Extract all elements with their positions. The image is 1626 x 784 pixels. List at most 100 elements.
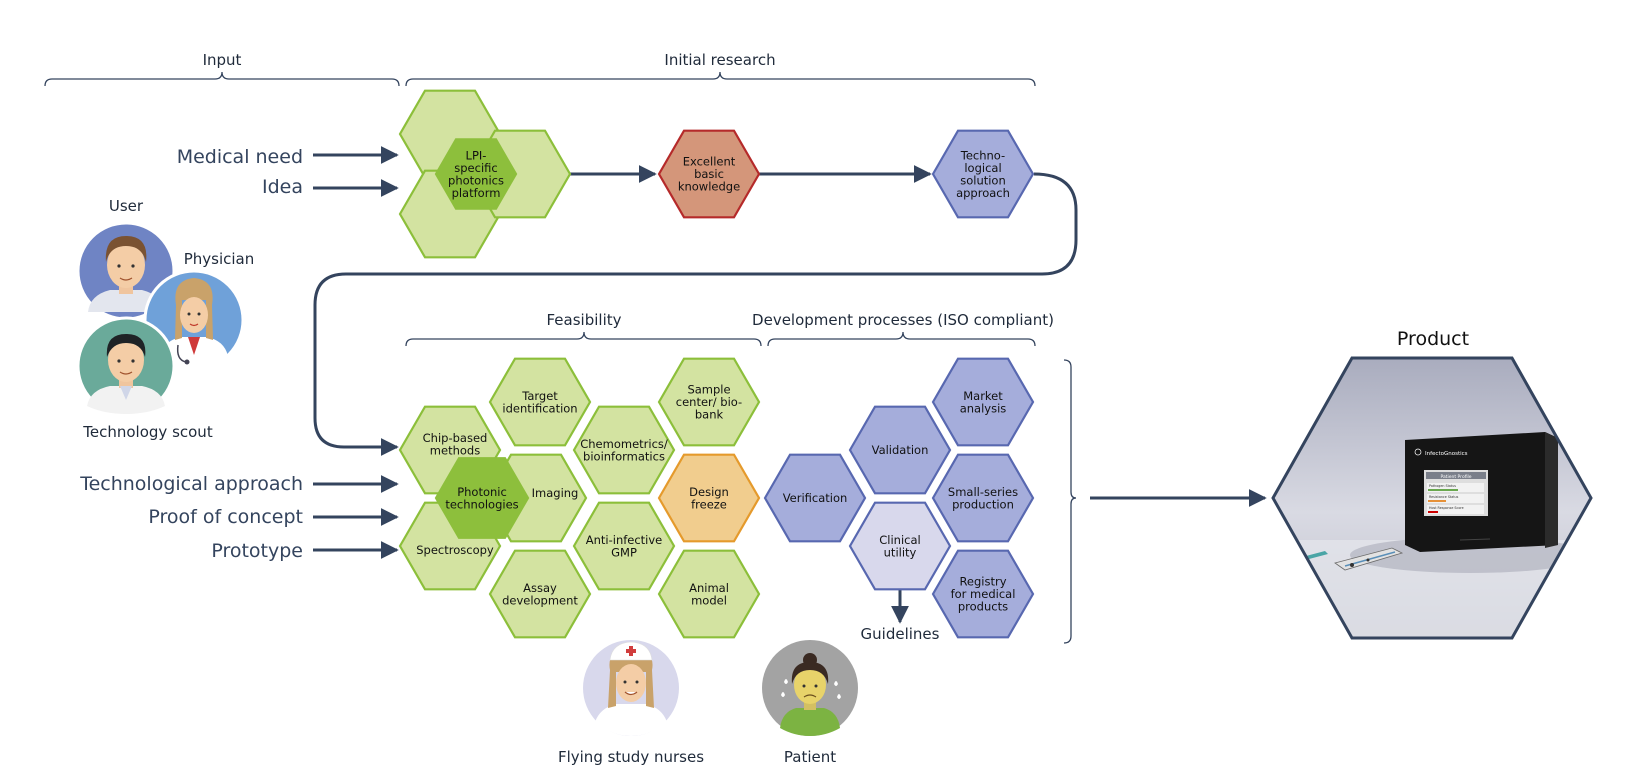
hex-photonic-label-line: technologies [445,497,518,511]
hex-verification: Verification [763,453,867,543]
hex-animal-shape [657,549,761,639]
avatar-user [76,221,176,321]
input-proof-of-concept: Proof of concept [148,506,303,528]
hex-target-label-line: identification [502,401,577,415]
arrow-loop-to-feasibility [313,172,1078,456]
section-product-label: Product [1397,328,1469,350]
hex-chip-label-line: methods [430,443,480,457]
hex-techno-label-line: Techno- [960,148,1005,162]
hex-sample-label-line: bank [695,408,724,422]
brace-development [767,331,1036,347]
section-input-label: Input [203,51,242,69]
hex-market-label-line: analysis [960,401,1007,415]
hex-techno-label-line: approach [956,186,1010,200]
hex-photonic-shape [434,457,530,539]
section-feasibility-label: Feasibility [547,311,622,329]
hex-registry-shape [931,549,1035,639]
brace-feasibility [405,331,762,347]
hex-validation-label-line: Validation [872,443,929,457]
hex-spectroscopy-label-line: Spectroscopy [416,543,494,557]
hex-sample-label-line: center/ bio- [676,395,742,409]
hex-target-label-line: Target [521,389,558,403]
brace-input [44,71,400,87]
hex-target-shape [488,357,592,447]
hex-techno-label-line: solution [960,173,1006,187]
hex-chemometrics-label-line: bioinformatics [583,449,665,463]
hex-market-shape [931,357,1035,447]
hex-assay-label-line: development [502,593,578,607]
hex-market-label-line: Market [963,389,1003,403]
user-label: User [109,197,144,215]
hex-clinical-label-line: utility [884,545,917,559]
diagnostic-device: Patient Profile Pathogen Status Resistan… [1405,432,1558,552]
avatar-flying-study-nurse [583,640,679,736]
hex-verification-label-line: Verification [783,491,848,505]
product-hexagon: Patient Profile Pathogen Status Resistan… [1271,356,1593,640]
hex-chemometrics-label-line: Chemometrics/ [580,437,668,451]
patient-label: Patient [784,748,836,766]
nurses-label: Flying study nurses [558,748,704,766]
brace-initial-research [405,71,1036,87]
hex-photonic-label-line: Photonic [457,485,507,499]
hex-registry-label-line: Registry [959,575,1006,589]
hex-techno-label-line: logical [964,161,1001,175]
hex-lpi-label-line: specific [454,161,497,175]
hex-clinical-shape [848,501,952,591]
device-row-pathogen: Pathogen Status [1429,484,1456,488]
hex-chemometrics: Chemometrics/bioinformatics [572,405,676,495]
hex-registry-label-line: for medical [951,587,1016,601]
device-brand: InfectoGnostics [1425,451,1468,457]
technology-scout-label: Technology scout [82,423,213,441]
hex-validation-shape [848,405,952,495]
hex-lpi-label-line: photonics [448,173,504,187]
guidelines-label: Guidelines [861,625,940,643]
physician-label: Physician [184,250,255,268]
hex-animal-label-line: model [691,593,727,607]
device-screen-title: Patient Profile [1440,474,1471,480]
hex-smallseries-label-line: production [952,497,1014,511]
brace-right [1063,359,1077,644]
hex-excellent-label-line: Excellent [683,155,736,169]
input-idea: Idea [262,176,303,198]
hex-techno-shape [931,129,1035,219]
hex-lpi-shape [434,138,518,210]
device-row-host: Host Response Score [1429,506,1464,510]
hex-antiinfective-label-line: GMP [611,545,637,559]
input-technological-approach: Technological approach [79,473,303,495]
hex-registry-label-line: products [958,600,1008,614]
hex-chemometrics-shape [572,405,676,495]
hex-animal-label-line: Animal [689,581,729,595]
hex-smallseries-label-line: Small-series [948,485,1018,499]
hex-imaging-label-line: Imaging [532,486,579,500]
hex-sample-label-line: Sample [687,383,730,397]
hex-lpi-label-line: LPI- [466,148,487,162]
hex-excellent-label-line: knowledge [678,180,740,194]
section-development-label: Development processes (ISO compliant) [752,311,1054,329]
hex-chip-label-line: Chip-based [423,431,488,445]
section-initial-research-label: Initial research [664,51,775,69]
hex-validation: Validation [848,405,952,495]
avatar-patient [762,640,858,736]
hex-sample-shape [657,357,761,447]
hex-assay-label-line: Assay [523,581,557,595]
hex-design-label-line: freeze [691,497,727,511]
hex-verification-shape [763,453,867,543]
input-medical-need: Medical need [177,146,303,168]
input-prototype: Prototype [211,540,303,562]
avatar-technology-scout [76,316,176,416]
hex-lpi-label-line: platform [452,186,501,200]
device-row-resistance: Resistance Status [1429,495,1459,499]
hex-antiinfective-shape [572,501,676,591]
